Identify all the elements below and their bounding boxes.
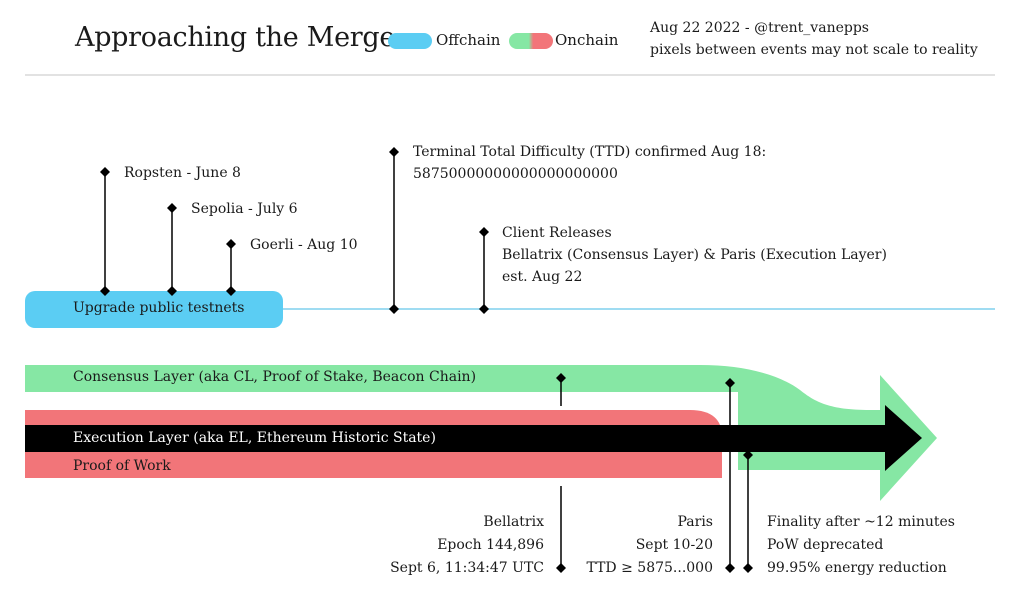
finality-note: Finality after ~12 minutes	[767, 514, 955, 530]
offchain-bar	[25, 291, 283, 328]
proof-of-work-label: Proof of Work	[73, 458, 171, 474]
event-client-title: Client Releases	[502, 225, 612, 241]
energy-reduction-note: 99.95% energy reduction	[767, 560, 947, 576]
event-ttd-title: Terminal Total Difficulty (TTD) confirme…	[413, 144, 767, 160]
bellatrix-time: Sept 6, 11:34:47 UTC	[390, 560, 544, 576]
event-client-names: Bellatrix (Consensus Layer) & Paris (Exe…	[502, 247, 887, 263]
event-client-date: est. Aug 22	[502, 269, 583, 285]
bellatrix-epoch: Epoch 144,896	[437, 537, 544, 553]
paris-ttd: TTD ≥ 5875...000	[586, 560, 714, 576]
execution-layer-arrow	[25, 405, 922, 471]
event-goerli: Goerli - Aug 10	[250, 237, 358, 253]
legend-onchain-label: Onchain	[555, 31, 619, 49]
testnet-markers	[104, 152, 485, 309]
testnet-diamonds	[100, 147, 489, 314]
offchain-bar-label: Upgrade public testnets	[73, 300, 245, 316]
meta-scale-note: pixels between events may not scale to r…	[650, 42, 978, 58]
page-title: Approaching the Merge	[75, 22, 396, 53]
onchain-diamonds	[556, 373, 753, 573]
legend-offchain-swatch	[388, 33, 432, 49]
event-sepolia: Sepolia - July 6	[191, 201, 298, 217]
legend-offchain-label: Offchain	[436, 31, 501, 49]
consensus-layer-label: Consensus Layer (aka CL, Proof of Stake,…	[73, 369, 477, 385]
event-ropsten: Ropsten - June 8	[124, 165, 241, 181]
paris-title: Paris	[677, 514, 714, 530]
meta-author-date: Aug 22 2022 - @trent_vanepps	[650, 20, 869, 36]
onchain-markers	[560, 378, 749, 568]
paris-date: Sept 10-20	[635, 537, 713, 553]
bellatrix-title: Bellatrix	[483, 514, 544, 530]
event-ttd-value: 58750000000000000000000	[413, 166, 618, 182]
pow-deprecated-note: PoW deprecated	[767, 537, 884, 553]
legend-onchain-swatch	[509, 33, 553, 49]
execution-layer-label: Execution Layer (aka EL, Ethereum Histor…	[73, 430, 436, 446]
